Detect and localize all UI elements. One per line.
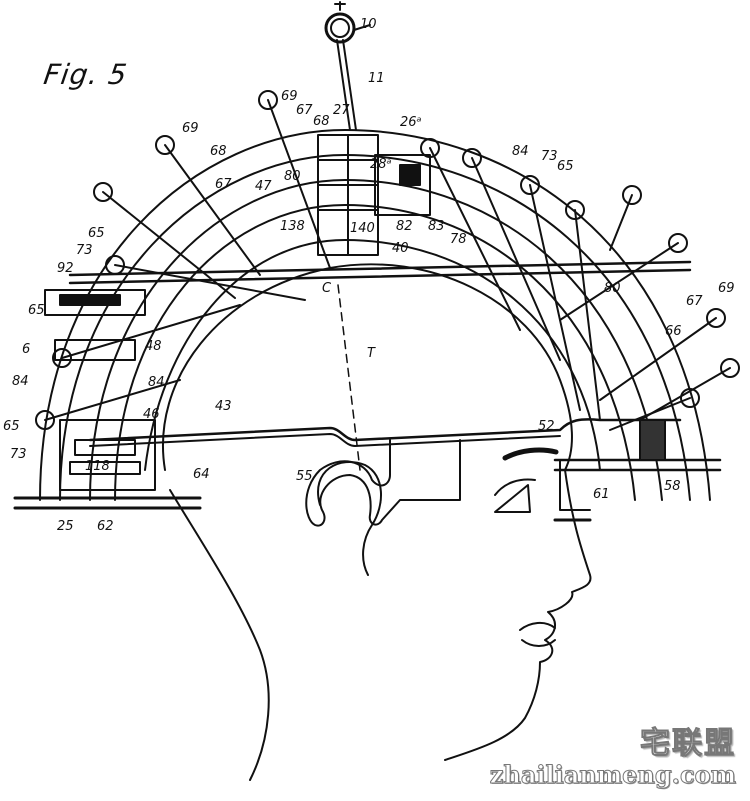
ear-outline <box>317 460 383 576</box>
label: 80 <box>604 281 621 296</box>
frame-arc-inner <box>144 239 601 471</box>
head-outline <box>162 263 592 761</box>
label: 68 <box>210 144 227 159</box>
eye <box>494 484 531 513</box>
label: 47 <box>255 179 272 194</box>
reference-labels: 10 11 69 68 69 67 68 27 26ᵃ 84 73 65 67 … <box>3 17 735 534</box>
hanger-ring <box>324 12 356 44</box>
label: 118 <box>85 459 110 474</box>
center-line <box>337 284 361 471</box>
base-plate-right <box>553 458 722 472</box>
label: 80 <box>284 169 301 184</box>
label: 61 <box>593 487 610 502</box>
label: 48 <box>145 339 162 354</box>
frame-arc-2 <box>59 154 691 501</box>
label: 69 <box>718 281 735 296</box>
bar-40 <box>68 260 692 285</box>
label: 65 <box>557 159 574 174</box>
watermark-chinese: 宅联盟 <box>639 726 736 761</box>
label: 64 <box>193 467 210 482</box>
label: 69 <box>182 121 199 136</box>
label: 65 <box>88 226 105 241</box>
label: 83 <box>428 219 445 234</box>
label: 43 <box>215 399 232 414</box>
label: 78 <box>450 232 467 247</box>
label: 67 <box>686 294 703 309</box>
eyebrow <box>502 447 559 461</box>
base-plate <box>13 496 202 510</box>
label: 52 <box>538 419 555 434</box>
label: 25 <box>57 519 74 534</box>
label: 65 <box>3 419 20 434</box>
label: 67 <box>296 103 313 118</box>
label: 58 <box>664 479 681 494</box>
hanger-rod <box>336 39 357 131</box>
label: 55 <box>296 469 313 484</box>
label: 84 <box>12 374 29 389</box>
label: 40 <box>392 241 409 256</box>
label: 65 <box>28 303 45 318</box>
watermark: 宅联盟 zhailianmeng.com <box>489 726 736 789</box>
label: 67 <box>215 177 232 192</box>
label: 69 <box>281 89 298 104</box>
label: 62 <box>97 519 114 534</box>
watermark-url: zhailianmeng.com <box>489 760 736 789</box>
label: 140 <box>350 221 375 236</box>
label: 46 <box>143 407 160 422</box>
frame-arc-3 <box>89 179 663 501</box>
label: 138 <box>280 219 305 234</box>
label: 68 <box>313 114 330 129</box>
label: C <box>322 281 332 296</box>
label: 10 <box>360 17 377 32</box>
neck-back <box>169 489 270 781</box>
label: 92 <box>57 261 74 276</box>
figure-title: Fig. 5 <box>41 58 130 91</box>
label: 11 <box>368 71 385 86</box>
ear-bracket <box>305 439 461 527</box>
label: 28ᵃ <box>370 157 392 172</box>
label: T <box>367 346 376 361</box>
lips <box>519 622 556 647</box>
label: 84 <box>148 375 165 390</box>
label: 6 <box>22 342 30 357</box>
label: 66 <box>665 324 682 339</box>
label: 73 <box>76 243 93 258</box>
label: 84 <box>512 144 529 159</box>
label: 27 <box>333 103 350 118</box>
label: 82 <box>396 219 413 234</box>
frame-arc-4 <box>114 204 636 501</box>
bar-43 <box>88 418 682 442</box>
label: 73 <box>10 447 27 462</box>
label: 73 <box>541 149 558 164</box>
label: 26ᵃ <box>400 115 422 130</box>
